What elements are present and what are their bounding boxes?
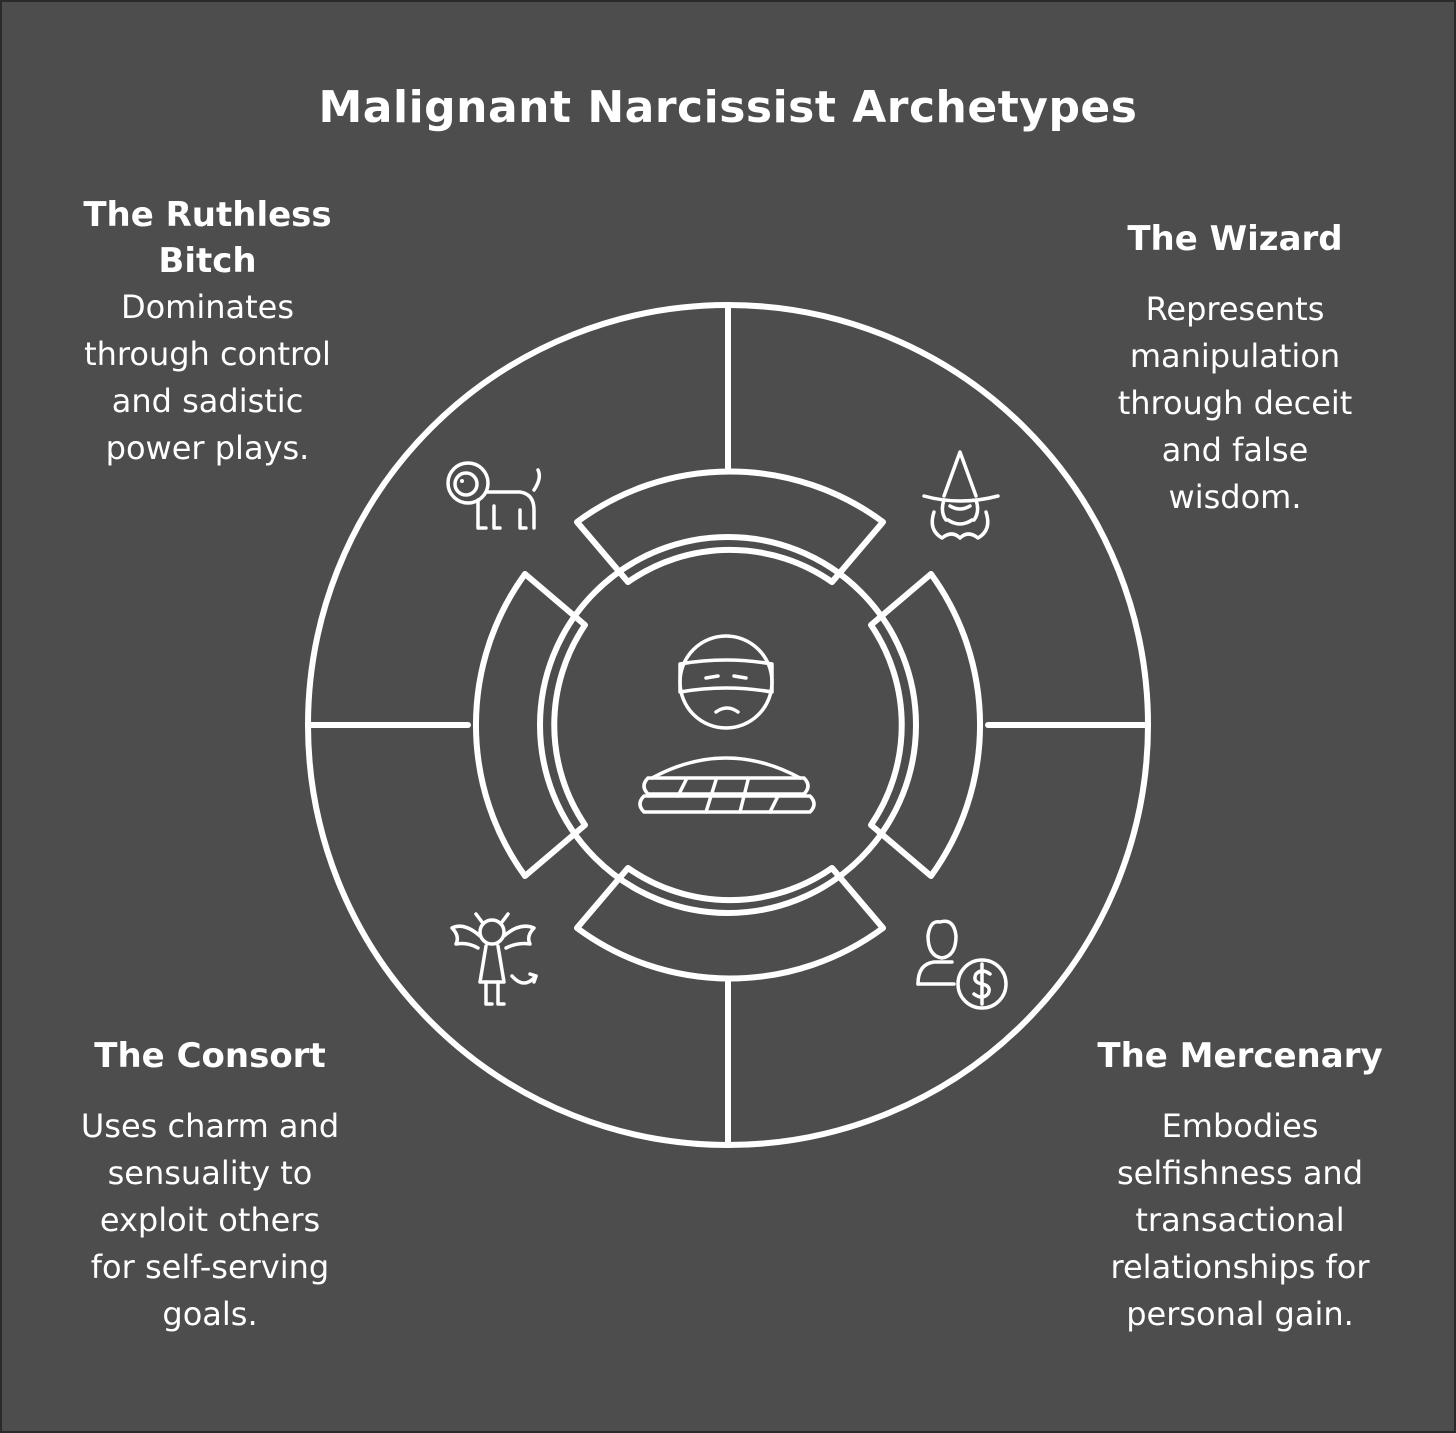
person-dollar-icon [916, 919, 1008, 1010]
archetype-wizard-description: Represents manipulation through deceit a… [1085, 286, 1385, 521]
masked-narcissist-icon [638, 634, 816, 814]
archetype-mercenary-name: The Mercenary [1075, 1033, 1405, 1079]
archetype-consort: The Consort Uses charm and sensuality to… [40, 1033, 380, 1338]
desc-line: Dominates [120, 288, 295, 326]
desc-line: Embodies [1161, 1107, 1319, 1145]
desc-line: Represents [1145, 290, 1325, 328]
archetype-mercenary-description: Embodies selfishness and transactional r… [1075, 1103, 1405, 1338]
archetype-mercenary: The Mercenary Embodies selfishness and t… [1075, 1033, 1405, 1338]
desc-line: and false [1161, 431, 1309, 469]
desc-line: goals. [162, 1295, 258, 1333]
archetype-consort-name-line-1: The Consort [94, 1036, 326, 1076]
desc-line: relationships for [1110, 1248, 1370, 1286]
archetype-ruthless-name-line-1: The Ruthless [83, 195, 332, 235]
diagram-title: Malignant Narcissist Archetypes [318, 82, 1138, 133]
desc-line: power plays. [105, 429, 310, 467]
center-circle [537, 534, 919, 916]
desc-line: wisdom. [1168, 478, 1302, 516]
desc-line: transactional [1135, 1201, 1345, 1239]
desc-line: personal gain. [1126, 1295, 1354, 1333]
inner-segment-left [473, 571, 588, 879]
desc-line: through deceit [1117, 384, 1353, 422]
archetype-wizard: The Wizard Represents manipulation throu… [1085, 216, 1385, 521]
archetype-consort-name: The Consort [40, 1033, 380, 1079]
archetype-mercenary-name-line-1: The Mercenary [1097, 1036, 1383, 1076]
lion-icon [446, 461, 542, 530]
inner-segment-top [574, 468, 886, 585]
desc-line: through control [84, 335, 331, 373]
wizard-icon [922, 450, 1000, 540]
archetype-ruthless-name: The Ruthless Bitch [40, 192, 375, 284]
archetype-wizard-name: The Wizard [1085, 216, 1385, 262]
desc-line: Uses charm and [80, 1107, 340, 1145]
archetype-ruthless: The Ruthless Bitch Dominates through con… [40, 192, 375, 472]
desc-line: sensuality to [107, 1154, 313, 1192]
archetype-ruthless-name-line-2: Bitch [158, 241, 257, 281]
archetype-consort-description: Uses charm and sensuality to exploit oth… [40, 1103, 380, 1338]
inner-segment-bottom [574, 865, 886, 982]
desc-line: and sadistic [111, 382, 304, 420]
devil-woman-icon [450, 912, 538, 1006]
archetype-ruthless-description: Dominates through control and sadistic p… [40, 284, 375, 472]
desc-line: for self-serving [90, 1248, 330, 1286]
desc-line: manipulation [1129, 337, 1341, 375]
inner-segment-right [868, 571, 983, 879]
archetype-wizard-name-line-1: The Wizard [1127, 219, 1343, 259]
desc-line: selfishness and [1116, 1154, 1364, 1192]
desc-line: exploit others [99, 1201, 321, 1239]
